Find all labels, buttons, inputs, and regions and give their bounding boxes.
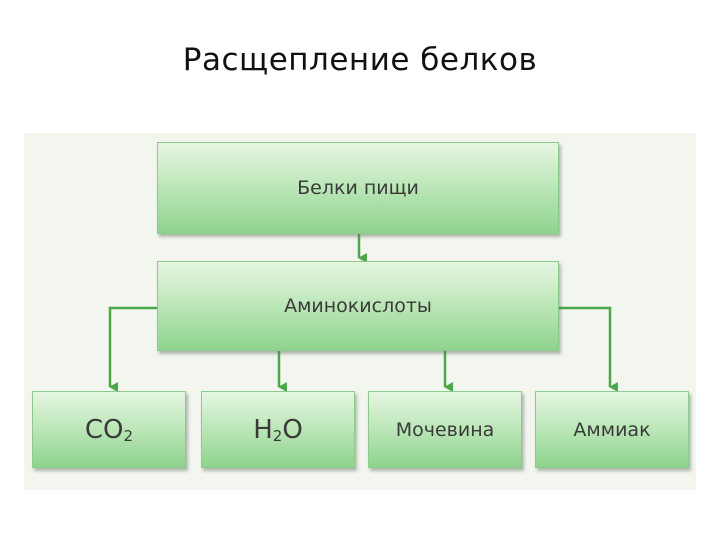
node-food-proteins-label: Белки пищи [297, 177, 419, 199]
node-urea-label: Мочевина [395, 418, 495, 441]
node-amino-acids: Аминокислоты [157, 261, 559, 351]
slide-title: Расщепление белков [182, 42, 538, 78]
node-h2o: H2O [201, 391, 355, 468]
node-ammonia: Аммиак [535, 391, 689, 468]
node-co2: CO2 [32, 391, 186, 468]
node-co2-label: CO2 [84, 414, 134, 445]
node-ammonia-label: Аммиак [573, 418, 651, 441]
node-food-proteins: Белки пищи [157, 142, 559, 234]
node-urea: Мочевина [368, 391, 522, 468]
node-h2o-label: H2O [253, 414, 303, 445]
node-amino-acids-label: Аминокислоты [284, 295, 432, 317]
